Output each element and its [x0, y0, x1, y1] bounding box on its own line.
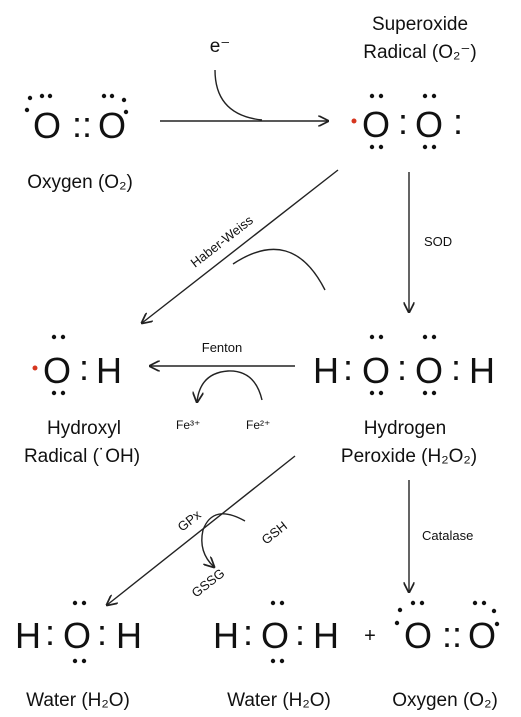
ferric-ion-label: Fe³⁺	[176, 418, 200, 432]
single-bond-dots: :	[295, 612, 305, 653]
water-label: Water (H₂O)	[26, 690, 130, 711]
lone-pair-dots	[72, 600, 87, 664]
haber-weiss-curve	[232, 248, 326, 291]
oxygen-atom: O	[33, 105, 61, 146]
superoxide-molecule: O : O :	[351, 93, 463, 150]
hydrogen-atom: H	[313, 350, 339, 391]
single-bond-dots: :	[451, 347, 461, 388]
ferrous-ion-label: Fe²⁺	[246, 418, 270, 432]
peroxide-label-line1: Hydrogen	[364, 418, 446, 439]
water-molecule-left: H : O : H	[15, 600, 142, 664]
electron-curve	[214, 69, 263, 121]
peroxide-label-line2: Peroxide (H₂O₂)	[341, 446, 477, 467]
electron-label: e⁻	[210, 36, 231, 57]
single-bond-dots: :	[397, 347, 407, 388]
iron-cycle-curve	[197, 370, 263, 402]
double-bond-dots: ::	[72, 104, 92, 145]
lone-pair-dots	[51, 334, 66, 396]
oxygen-atom: O	[43, 350, 71, 391]
hydrogen-atom: H	[313, 615, 339, 656]
radical-electron-dot	[32, 365, 38, 371]
lone-pair-dots	[24, 93, 129, 115]
lone-pair-dots	[369, 334, 437, 396]
hydrogen-atom: H	[213, 615, 239, 656]
hydrogen-atom: H	[469, 350, 495, 391]
superoxide-label-line1: Superoxide	[372, 14, 468, 35]
oxygen-atom: O	[362, 104, 390, 145]
oxygen-atom: O	[362, 350, 390, 391]
plus-sign: +	[364, 625, 376, 647]
catalase-label: Catalase	[422, 528, 473, 543]
oxygen-atom: O	[261, 615, 289, 656]
hydroxyl-label-line2: Radical (˙OH)	[24, 446, 140, 467]
superoxide-label-line2: Radical (O₂⁻)	[363, 42, 476, 63]
hydrogen-atom: H	[96, 350, 122, 391]
oxygen-atom: O	[63, 615, 91, 656]
fenton-label: Fenton	[202, 340, 242, 355]
oxygen-molecule-bottom: O :: O	[394, 600, 500, 656]
hydroxyl-molecule: O : H	[32, 334, 122, 396]
single-bond-dots: :	[343, 347, 353, 388]
oxygen-atom: O	[98, 105, 126, 146]
single-bond-dots: :	[79, 347, 89, 388]
single-bond-dots: :	[243, 612, 253, 653]
water-molecule-right: H : O : H	[213, 600, 339, 664]
hydrogen-peroxide-molecule: H : O : O : H	[313, 334, 495, 396]
double-bond-dots: ::	[442, 614, 462, 655]
oxygen-label: Oxygen (O₂)	[27, 172, 133, 193]
oxygen-label: Oxygen (O₂)	[392, 690, 498, 711]
glutathione-curve	[201, 513, 246, 567]
gpx-arrow	[107, 455, 296, 605]
sod-label: SOD	[424, 234, 452, 249]
oxygen-atom: O	[468, 615, 496, 656]
single-bond-dots: :	[45, 612, 55, 653]
single-bond-dots: :	[97, 612, 107, 653]
oxygen-atom: O	[415, 104, 443, 145]
oxygen-atom: O	[404, 615, 432, 656]
single-bond-dots: :	[398, 101, 408, 142]
lone-pair-dots: :	[453, 101, 463, 142]
lone-pair-dots	[369, 93, 437, 150]
hydroxyl-label-line1: Hydroxyl	[47, 418, 121, 439]
oxygen-atom: O	[415, 350, 443, 391]
lone-pair-dots	[270, 600, 285, 664]
radical-electron-dot	[351, 118, 357, 124]
water-label: Water (H₂O)	[227, 690, 331, 711]
gpx-label: GPx	[175, 507, 205, 535]
oxygen-molecule-top: O :: O	[24, 93, 129, 146]
gssg-label: GSSG	[189, 565, 228, 600]
hydrogen-atom: H	[116, 615, 142, 656]
lone-pair-dots	[394, 600, 500, 627]
hydrogen-atom: H	[15, 615, 41, 656]
haber-weiss-arrow	[142, 169, 339, 323]
gsh-label: GSH	[259, 518, 290, 547]
